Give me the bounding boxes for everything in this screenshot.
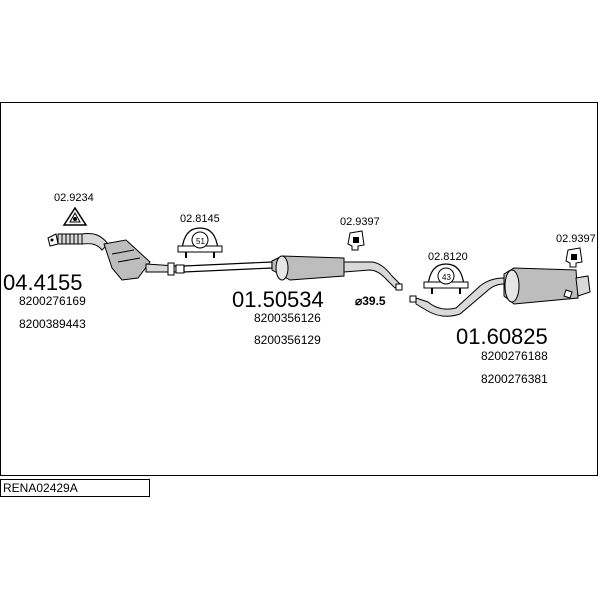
middle-silencer-oem-1: 8200356126: [254, 311, 321, 325]
clamp-43-part[interactable]: [423, 263, 469, 294]
rear-silencer-number: 01.60825: [456, 324, 548, 349]
catalyst-part[interactable]: [47, 233, 185, 281]
rear-silencer-oem-2: 8200276381: [481, 372, 548, 386]
clamp-43-size: 43: [442, 273, 451, 282]
hanger-mid-part[interactable]: [347, 230, 365, 251]
catalyst-oem-2: 8200389443: [19, 317, 86, 331]
middle-silencer-part[interactable]: [183, 255, 403, 291]
middle-silencer-oem-2: 8200356129: [254, 333, 321, 347]
gasket-part[interactable]: [62, 206, 88, 226]
hanger-mid-number: 02.9397: [340, 216, 380, 228]
catalyst-number: 04.4155: [3, 270, 83, 295]
middle-silencer-number: 01.50534: [232, 287, 324, 312]
reference-code: RENA02429A: [3, 481, 78, 495]
catalyst-oem-1: 8200276169: [19, 294, 86, 308]
middle-silencer-diameter: ⌀39.5: [355, 294, 386, 308]
clamp-51-part[interactable]: [177, 227, 223, 258]
rear-silencer-part[interactable]: [409, 267, 591, 317]
clamp-51-number: 02.8145: [180, 213, 220, 225]
rear-silencer-oem-1: 8200276188: [481, 349, 548, 363]
hanger-rear-part[interactable]: [565, 247, 583, 268]
diagram-frame: [0, 102, 598, 476]
gasket-number: 02.9234: [54, 192, 94, 204]
clamp-43-number: 02.8120: [428, 251, 468, 263]
clamp-51-size: 51: [196, 237, 205, 246]
reference-box: RENA02429A: [0, 479, 150, 497]
hanger-rear-number: 02.9397: [556, 233, 596, 245]
